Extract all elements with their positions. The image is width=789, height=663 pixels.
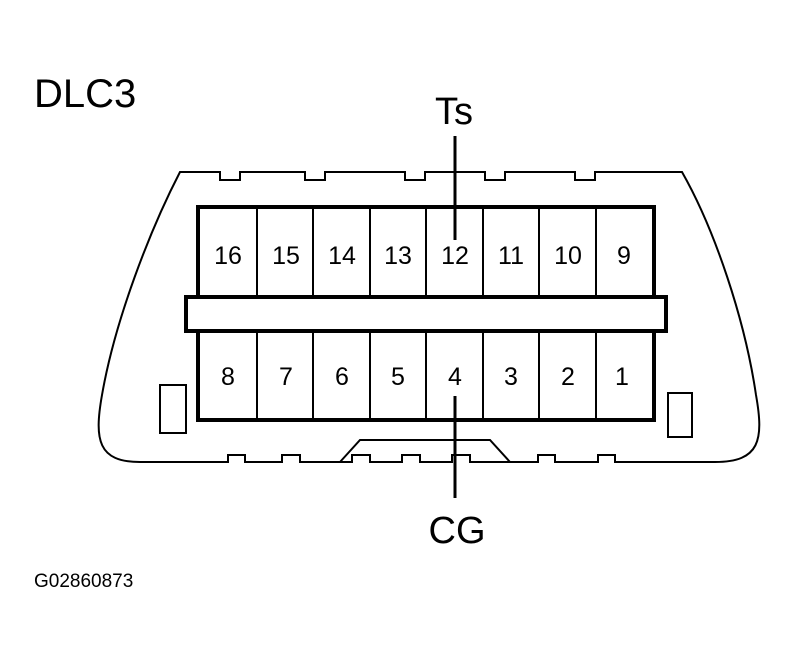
callout-cg: CG — [429, 396, 486, 552]
pin-block: 16 15 14 13 12 11 10 9 8 7 6 5 4 3 2 1 — [184, 205, 668, 422]
upper-row-dividers — [256, 207, 597, 297]
pin-label: 3 — [504, 363, 518, 391]
pin-label: 5 — [391, 363, 405, 391]
pin-label: 14 — [328, 242, 356, 270]
lower-row-pin-labels: 8 7 6 5 4 3 2 1 — [221, 363, 629, 391]
pin-label: 1 — [615, 363, 629, 391]
pin-label: 16 — [214, 242, 242, 270]
pin-label: 10 — [554, 242, 582, 270]
pin-label: 8 — [221, 363, 235, 391]
pin-label: 2 — [561, 363, 575, 391]
housing-outline — [97, 171, 761, 463]
pin-label: 4 — [448, 363, 462, 391]
connector-housing — [97, 171, 761, 463]
pin-label: 7 — [279, 363, 293, 391]
connector-title: DLC3 — [34, 72, 136, 116]
pin-label: 9 — [617, 242, 631, 270]
pin-label: 11 — [498, 242, 524, 270]
upper-row-pin-labels: 16 15 14 13 12 11 10 9 — [214, 242, 631, 270]
figure-id: G02860873 — [34, 571, 133, 592]
keyway — [339, 439, 511, 463]
right-latch-slot — [667, 392, 693, 438]
callout-ts-label: Ts — [435, 91, 473, 133]
pin-label: 12 — [441, 242, 469, 270]
pin-label: 15 — [272, 242, 300, 270]
callout-ts: Ts — [435, 91, 473, 240]
lower-row-dividers — [256, 331, 597, 420]
center-bar — [184, 295, 668, 333]
left-latch-slot — [159, 384, 187, 434]
callout-cg-label: CG — [429, 510, 486, 552]
pin-label: 13 — [384, 242, 412, 270]
pin-label: 6 — [335, 363, 349, 391]
